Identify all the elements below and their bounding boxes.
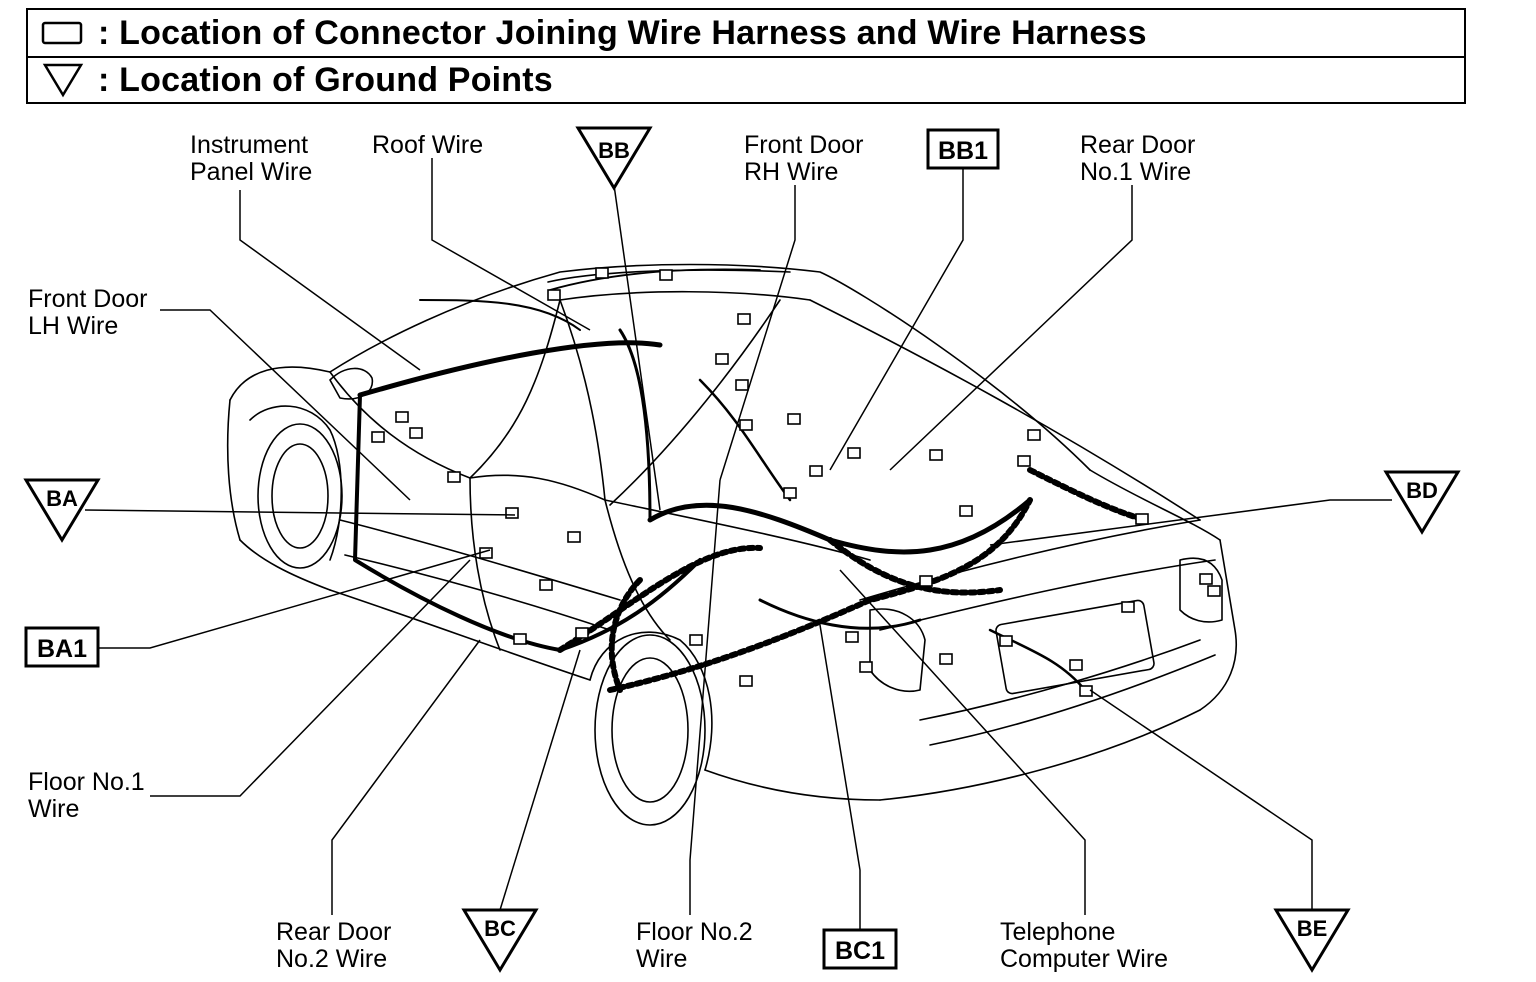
label-floor-no2-wire: Floor No.2 Wire <box>636 918 760 973</box>
connector-codes: BB1 BA1 BC1 <box>24 128 1000 970</box>
svg-text:BB1: BB1 <box>938 137 988 165</box>
connector-ba1: BA1 <box>24 626 100 668</box>
label-telephone-computer-wire: Telephone Computer Wire <box>1000 918 1168 973</box>
svg-text:BD: BD <box>1406 478 1438 503</box>
ground-point-be: BE <box>1273 908 1351 973</box>
wire-labels: Instrument Panel Wire Roof Wire Front Do… <box>28 131 1202 973</box>
label-rear-door-no1-wire: Rear Door No.1 Wire <box>1080 131 1202 186</box>
ground-point-bb: BB <box>575 126 653 191</box>
legend-connector-row: : Location of Connector Joining Wire Har… <box>28 10 1464 56</box>
wire-harness-paths <box>353 268 1148 693</box>
ground-points: BB BA BD BC BE <box>23 126 1461 973</box>
label-front-door-lh-wire: Front Door LH Wire <box>28 285 154 340</box>
svg-text:BB: BB <box>598 138 630 163</box>
harness-connectors <box>371 267 1221 697</box>
connector-box-icon <box>28 20 98 46</box>
svg-text:BE: BE <box>1297 916 1328 941</box>
svg-text:BC: BC <box>484 916 516 941</box>
ground-point-ba: BA <box>23 478 101 543</box>
legend-connector-text: : Location of Connector Joining Wire Har… <box>98 13 1147 52</box>
leader-lines <box>84 158 1392 930</box>
car-body-outline <box>226 263 1237 826</box>
svg-text:BC1: BC1 <box>835 937 885 965</box>
label-front-door-rh-wire: Front Door RH Wire <box>744 131 870 186</box>
svg-text:BA1: BA1 <box>37 635 87 663</box>
ground-point-bd: BD <box>1383 470 1461 535</box>
ground-point-bc: BC <box>461 908 539 973</box>
legend-ground-text: : Location of Ground Points <box>98 60 553 99</box>
connector-bb1: BB1 <box>926 128 1000 170</box>
svg-text:BA: BA <box>46 486 78 511</box>
label-instrument-panel-wire: Instrument Panel Wire <box>190 131 315 186</box>
ground-triangle-icon <box>28 61 98 99</box>
label-floor-no1-wire: Floor No.1 Wire <box>28 768 152 823</box>
connector-bc1: BC1 <box>822 928 898 970</box>
legend-ground-row: : Location of Ground Points <box>28 56 1464 102</box>
legend-box: : Location of Connector Joining Wire Har… <box>26 8 1466 104</box>
label-roof-wire: Roof Wire <box>372 131 483 159</box>
label-rear-door-no2-wire: Rear Door No.2 Wire <box>276 918 398 973</box>
